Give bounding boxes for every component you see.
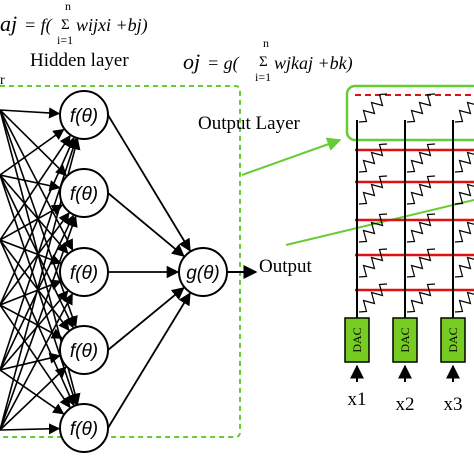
output-eq-lhs: oj [183, 49, 200, 74]
memristor-1 [358, 93, 388, 123]
output-layer-label: Output Layer [198, 113, 301, 134]
memristor-10 [406, 213, 436, 243]
hidden-to-output-edge-2 [107, 192, 185, 257]
memristor-17 [454, 256, 474, 278]
memristor-5 [358, 248, 388, 278]
hidden-eq-sum-symbol: Σ [61, 17, 70, 33]
dac-column-1: DAC x1 [344, 317, 370, 410]
input-edge-8 [0, 174, 69, 254]
input-edge-7 [0, 174, 61, 192]
hidden-layer-label: Hidden layer [30, 50, 129, 71]
dac-label-3: DAC [446, 327, 460, 352]
crossbar-red-rows [355, 148, 474, 292]
hidden-node-4-label: f(θ) [70, 341, 98, 362]
output-node-label: g(θ) [186, 263, 220, 284]
input-label-x3: x3 [444, 394, 463, 415]
output-label: Output [259, 256, 313, 277]
input-edge-29 [0, 366, 67, 431]
input-edge-14 [0, 239, 70, 332]
output-eq-sum-bottom: i=1 [255, 70, 271, 84]
hidden-eq-sign: = f( [24, 15, 53, 36]
dac-label-1: DAC [350, 327, 364, 352]
input-edge-21 [0, 137, 79, 371]
hidden-eq-sum-top: n [65, 0, 71, 13]
memristor-18 [454, 291, 474, 313]
output-equation: oj = g( n Σ i=1 wjkaj +bk) [183, 36, 353, 84]
output-eq-sum-top: n [263, 36, 269, 50]
output-eq-sign: = g( [207, 53, 240, 74]
memristor-2 [358, 143, 388, 173]
hidden-eq-body: wijxi +bj) [76, 15, 148, 36]
hidden-layer-box [0, 85, 241, 438]
edge-mark-top: r [0, 73, 5, 88]
memristor-16 [454, 221, 474, 243]
memristor-3 [358, 175, 388, 205]
memristor-crossbar: Output Layer DAC x1 DAC x2 DAC x3 [198, 84, 474, 415]
dac-box-2 [392, 317, 418, 363]
output-eq-sum-symbol: Σ [259, 54, 268, 70]
input-edge-27 [0, 215, 78, 431]
memristor-8 [406, 143, 436, 173]
hidden-node-1-label: f(θ) [70, 106, 98, 127]
input-edge-6 [0, 128, 65, 176]
output-node: g(θ) [178, 247, 228, 297]
dac-column-3: DAC x3 [440, 317, 466, 415]
input-edge-23 [0, 290, 69, 371]
input-label-x1: x1 [348, 389, 367, 410]
hidden-to-output-edge-1 [107, 114, 191, 252]
input-edge-30 [0, 423, 61, 435]
output-eq-body: wjkaj +bk) [274, 53, 353, 74]
dac-box-3 [440, 317, 466, 363]
hidden-to-output-edge-4 [107, 287, 185, 351]
hidden-node-2: f(θ) [59, 168, 109, 218]
input-edge-2 [0, 109, 68, 177]
memristor-11 [406, 248, 436, 278]
hidden-eq-lhs: aj [0, 11, 17, 36]
dac-label-2: DAC [398, 327, 412, 352]
hidden-node-2-label: f(θ) [70, 184, 98, 205]
input-edge-11 [0, 134, 71, 241]
dac-box-1 [344, 317, 370, 363]
network-edges [0, 107, 191, 435]
input-edge-1 [0, 107, 61, 119]
hidden-equation: aj = f( n Σ i=1 wijxi +bj) [0, 0, 148, 47]
hidden-node-3-label: f(θ) [70, 263, 98, 284]
input-edge-28 [0, 293, 73, 431]
hidden-node-4: f(θ) [59, 325, 109, 375]
input-edge-24 [0, 352, 61, 371]
hidden-to-output-edge-5 [107, 292, 191, 429]
crossbar-columns [356, 120, 454, 318]
green-arrow-hidden-layer [285, 199, 474, 246]
memristor-13 [454, 101, 474, 123]
memristor-9 [406, 175, 436, 205]
memristor-15 [454, 183, 474, 205]
input-edge-13 [0, 239, 62, 265]
input-edge-25 [0, 369, 65, 415]
input-edge-16 [0, 136, 75, 306]
hidden-node-5: f(θ) [59, 403, 109, 453]
hidden-eq-sum-bottom: i=1 [57, 33, 73, 47]
green-arrow-output-layer [241, 137, 342, 176]
output-layer-box [345, 84, 474, 142]
memristor-14 [454, 151, 474, 173]
memristor-4 [358, 213, 388, 243]
memristor-7 [406, 93, 436, 123]
input-edge-17 [0, 212, 70, 306]
memristor-6 [358, 283, 388, 313]
hidden-node-1: f(θ) [59, 90, 109, 140]
crossbar-memristors [358, 93, 474, 313]
input-edge-3 [0, 109, 74, 251]
hidden-nodes: f(θ) f(θ) f(θ) f(θ) f(θ) [59, 90, 109, 453]
input-label-x2: x2 [396, 394, 415, 415]
memristor-12 [406, 283, 436, 313]
hidden-node-5-label: f(θ) [70, 419, 98, 440]
dac-column-2: DAC x2 [392, 317, 418, 415]
hidden-node-3: f(θ) [59, 247, 109, 297]
input-edge-20 [0, 304, 71, 409]
